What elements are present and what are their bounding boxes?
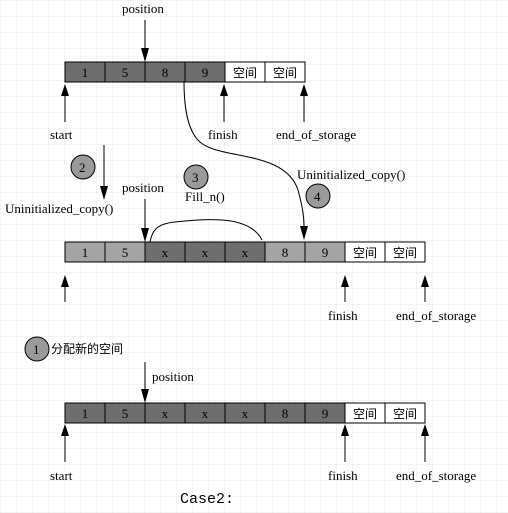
array-cell-value: 1 — [82, 65, 89, 80]
array-cell: 空间 — [264, 61, 306, 83]
array-cell: 5 — [104, 402, 146, 424]
array-cell: 1 — [64, 61, 106, 83]
bottom-end-of-storage-arrow — [421, 424, 429, 462]
array-cell-value: 5 — [122, 406, 129, 421]
array-cell-value: 1 — [82, 406, 89, 421]
step1-label: 分配新的空间 — [51, 341, 123, 356]
middle-finish-label: finish — [328, 308, 358, 323]
top-start-label: start — [50, 127, 73, 142]
array-cell-value: 5 — [122, 65, 129, 80]
array-cell-value: 空间 — [233, 66, 257, 80]
bottom-start-label: start — [50, 468, 73, 483]
top-end-of-storage-arrow — [300, 84, 308, 122]
bottom-end-of-storage-label: end_of_storage — [396, 468, 476, 483]
top-finish-label: finish — [208, 127, 238, 142]
array-cell: 1 — [64, 241, 106, 263]
array-cell: x — [144, 402, 186, 424]
step4-curve-arrow — [183, 81, 308, 240]
fill-n-bracket — [149, 219, 263, 243]
bottom-finish-arrow — [341, 424, 349, 462]
array-cell: 空间 — [224, 61, 266, 83]
step2-circle — [70, 154, 96, 180]
array-cell-value: 9 — [202, 65, 209, 80]
array-cell-value: 空间 — [353, 246, 377, 260]
array-cell: x — [184, 402, 226, 424]
top-array: 1 5 8 9 空间 空间 — [64, 61, 306, 83]
step3-circle — [183, 164, 209, 190]
middle-end-of-storage-label: end_of_storage — [396, 308, 476, 323]
array-cell: 空间 — [384, 241, 426, 263]
array-cell: x — [144, 241, 186, 263]
array-cell: 1 — [64, 402, 106, 424]
array-cell-value: 9 — [322, 245, 329, 260]
array-cell: 5 — [104, 61, 146, 83]
step3-label: Fill_n() — [185, 189, 225, 204]
array-cell-value: 空间 — [353, 407, 377, 421]
array-cell: 5 — [104, 241, 146, 263]
middle-position-arrow — [141, 199, 149, 242]
top-position-label: position — [122, 1, 164, 16]
array-cell: 空间 — [344, 402, 386, 424]
bottom-start-arrow — [61, 424, 69, 462]
array-cell: x — [184, 241, 226, 263]
step2-label: Uninitialized_copy() — [5, 201, 113, 216]
array-cell: 9 — [304, 402, 346, 424]
middle-finish-arrow — [341, 275, 349, 302]
array-cell: 空间 — [384, 402, 426, 424]
array-cell-value: x — [202, 245, 209, 260]
array-cell-value: 空间 — [393, 246, 417, 260]
array-cell: 8 — [264, 241, 306, 263]
array-cell-value: 8 — [282, 406, 289, 421]
middle-array: 1 5 x x x 8 9 空间 空间 — [64, 241, 426, 263]
top-start-arrow — [61, 84, 69, 122]
bottom-position-arrow — [141, 362, 149, 403]
array-cell: 8 — [264, 402, 306, 424]
bottom-position-label: position — [152, 369, 194, 384]
bottom-array: 1 5 x x x 8 9 空间 空间 — [64, 402, 426, 424]
array-cell: x — [224, 402, 266, 424]
step2-arrow — [100, 145, 108, 200]
array-cell-value: x — [162, 406, 169, 421]
top-finish-arrow — [220, 84, 228, 122]
step4-number: 4 — [314, 189, 321, 204]
step4-circle — [305, 183, 331, 209]
bottom-finish-label: finish — [328, 468, 358, 483]
step3-number: 3 — [192, 170, 199, 185]
array-cell-value: 1 — [82, 245, 89, 260]
array-cell-value: 空间 — [273, 66, 297, 80]
array-cell: x — [224, 241, 266, 263]
array-cell: 9 — [304, 241, 346, 263]
array-cell: 8 — [144, 61, 186, 83]
array-cell-value: x — [242, 406, 249, 421]
step2-number: 2 — [79, 160, 86, 175]
array-cell-value: 空间 — [393, 407, 417, 421]
middle-start-arrow — [61, 275, 69, 302]
step1-circle — [24, 336, 50, 362]
top-end-of-storage-label: end_of_storage — [276, 127, 356, 142]
array-cell-value: 5 — [122, 245, 129, 260]
array-cell-value: x — [202, 406, 209, 421]
array-cell-value: x — [162, 245, 169, 260]
step1-number: 1 — [33, 342, 40, 357]
caption: Case2: — [180, 491, 234, 508]
step4-label: Uninitialized_copy() — [297, 167, 405, 182]
array-cell-value: 8 — [162, 65, 169, 80]
middle-position-label: position — [122, 180, 164, 195]
array-cell: 空间 — [344, 241, 386, 263]
array-cell-value: 9 — [322, 406, 329, 421]
middle-end-of-storage-arrow — [421, 275, 429, 302]
array-cell: 9 — [184, 61, 226, 83]
array-cell-value: x — [242, 245, 249, 260]
top-position-arrow — [141, 20, 149, 62]
array-cell-value: 8 — [282, 245, 289, 260]
